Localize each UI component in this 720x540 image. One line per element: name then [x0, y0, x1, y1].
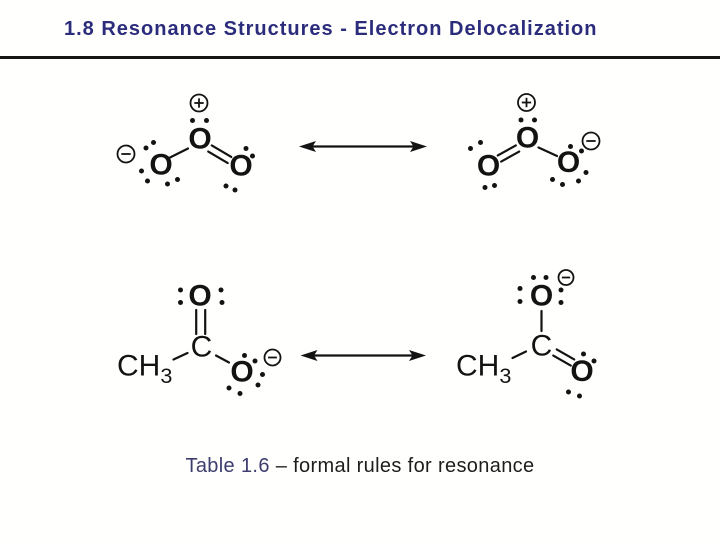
arrowhead-left [300, 350, 318, 361]
lone-pair-dot [550, 177, 555, 182]
table-caption-lead: Table 1.6 [185, 455, 270, 477]
lone-pair-dot [219, 300, 225, 305]
charge-circle [557, 269, 575, 286]
lone-pair-dot [468, 146, 473, 151]
lone-pair-dot [566, 389, 571, 395]
lone-pair-dot [583, 170, 589, 175]
resonance-arrow-top [299, 141, 427, 152]
lone-pair-dot [482, 185, 488, 190]
lone-pair-dot [531, 275, 536, 280]
lone-pair-dot [579, 148, 584, 154]
lone-pair-dot [560, 182, 565, 187]
double-bond [555, 348, 576, 361]
atom-label-ch: CH3 [456, 350, 511, 388]
atom-label-o: O [229, 150, 252, 183]
lone-pair-dot [558, 287, 564, 293]
lone-pair-dot [576, 178, 581, 184]
lone-pair-dot [226, 385, 232, 391]
plus-charge-icon [517, 93, 536, 112]
lone-pair-dot [260, 372, 265, 377]
atom-label-o: O [188, 280, 211, 313]
lone-pair-dot [178, 287, 183, 293]
lone-pair-dot [175, 177, 180, 182]
charge-circle [263, 348, 282, 367]
charge-circle [116, 144, 136, 164]
double-bond [210, 144, 233, 159]
single-bond [168, 147, 190, 159]
lone-pair-dot [478, 140, 483, 145]
double-bond [552, 354, 572, 367]
ozone-structure-left: OOO [116, 93, 255, 193]
single-bond [172, 351, 189, 361]
atom-label-o: O [230, 356, 253, 389]
lone-pair-dot [178, 300, 183, 305]
lone-pair-dot [139, 168, 144, 174]
charge-circle [581, 131, 601, 151]
lone-pair-dot [165, 181, 170, 187]
minus-charge-icon [557, 269, 575, 286]
atom-label-o: O [516, 122, 539, 155]
lone-pair-dot [568, 144, 573, 149]
lone-pair-dot [237, 391, 243, 396]
ozone-structure-right: OOO [468, 93, 601, 190]
atom-label-c: C [531, 330, 553, 363]
lone-pair-dot [223, 183, 229, 189]
lone-pair-dot [532, 117, 537, 123]
lone-pair-dot [190, 118, 195, 123]
lone-pair-dot [242, 353, 247, 358]
lone-pair-dot [145, 178, 150, 184]
plus-charge-icon [189, 93, 209, 113]
table-caption-rest: – formal rules for resonance [269, 455, 535, 477]
double-bond [500, 150, 521, 163]
minus-charge-icon [116, 144, 136, 164]
lone-pair-dot [581, 351, 586, 357]
acetate-structure-left: OC CH3 O [117, 280, 282, 396]
lone-pair-dot [252, 358, 258, 364]
table-caption: Table 1.6 – formal rules for resonance [0, 455, 720, 478]
arrowhead-right [410, 141, 427, 152]
single-bond [214, 354, 231, 364]
lone-pair-dot [492, 183, 497, 188]
lone-pair-dot [255, 382, 261, 388]
title-underline [0, 56, 720, 59]
lone-pair-dot [517, 286, 523, 291]
single-bond [537, 146, 559, 158]
atom-label-o: O [557, 146, 580, 179]
lone-pair-dot [518, 117, 524, 123]
lone-pair-dot [577, 393, 582, 399]
lone-pair-dot [517, 299, 523, 304]
lone-pair-dot [232, 187, 238, 193]
arrowhead-left [299, 141, 316, 152]
resonance-arrow-bottom [300, 350, 426, 361]
atom-label-ch: CH3 [117, 350, 172, 388]
single-bond [511, 350, 528, 360]
lone-pair-dot [543, 275, 549, 280]
double-bond [207, 150, 229, 165]
lone-pair-dot [151, 140, 156, 145]
slide-title: 1.8 Resonance Structures - Electron Delo… [64, 18, 598, 40]
arrowhead-right [409, 350, 426, 361]
lone-pair-dot [558, 300, 564, 305]
charge-circle [517, 93, 536, 112]
atom-label-o: O [530, 280, 553, 313]
atom-label-o: O [149, 149, 172, 182]
lone-pair-dot [250, 153, 255, 159]
charge-circle [189, 93, 209, 113]
atom-label-c: C [191, 331, 213, 364]
lone-pair-dot [143, 145, 149, 151]
lone-pair-dot [591, 358, 597, 364]
lone-pair-dot [243, 146, 249, 151]
acetate-structure-right: OC CH3 O [456, 269, 597, 399]
minus-charge-icon [581, 131, 601, 151]
double-bond [496, 144, 517, 157]
lone-pair-dot [218, 287, 224, 293]
minus-charge-icon [263, 348, 282, 367]
atom-label-o: O [570, 355, 593, 388]
lone-pair-dot [204, 118, 209, 123]
atom-label-o: O [188, 123, 211, 156]
atom-label-o: O [477, 150, 500, 183]
